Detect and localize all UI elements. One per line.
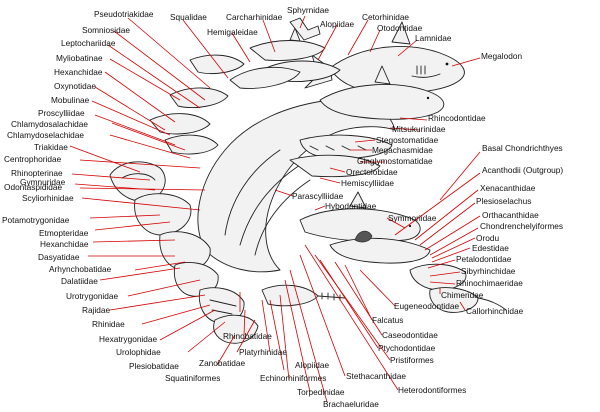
label-hybodontidae: Hybodontidae: [325, 201, 377, 211]
label-rhincodontidae: Rhincodontidae: [428, 113, 486, 123]
label-myliobatinae: Myliobatinae: [56, 53, 103, 63]
label-petalodontidae: Petalodontidae: [456, 254, 512, 264]
label-zanobatidae: Zanobatidae: [199, 358, 246, 368]
label-hemigaleidae: Hemigaleidae: [207, 27, 258, 37]
label-pristiformes: Pristiformes: [390, 355, 434, 365]
label-chlamydoselachidae: Chlamydoselachidae: [7, 130, 84, 140]
label-plesioselachus: Plesioselachus: [476, 196, 531, 206]
label-chimeridae: Chimeridae: [441, 290, 484, 300]
label-squatiniformes: Squatiniformes: [165, 373, 220, 383]
label-caseodontidae: Caseodontidae: [382, 330, 438, 340]
label-rhinobatidae: Rhinobatidae: [223, 331, 272, 341]
taxon-labels: Pseudotriakidae Squalidae Carcharhinidae…: [2, 5, 563, 409]
label-platyrhinidae: Platyrhinidae: [239, 347, 287, 357]
label-stegostomatidae: Stegostomatidae: [376, 135, 439, 145]
label-lamnidae: Lamnidae: [415, 33, 452, 43]
label-mitsukurinidae: Mitsukurinidae: [392, 124, 446, 134]
label-proscylliidae: Proscylliidae: [38, 108, 85, 118]
label-heterodontiformes: Heterodontiformes: [398, 385, 466, 395]
label-rhinopterinae: Rhinopterinae: [11, 168, 63, 178]
label-oxynotidae: Oxynotidae: [54, 81, 96, 91]
label-dasyatidae: Dasyatidae: [38, 252, 80, 262]
label-mobulinae: Mobulinae: [51, 95, 90, 105]
label-sibyrhinchidae: Sibyrhinchidae: [461, 266, 516, 276]
label-somniosidae: Somniosidae: [82, 25, 130, 35]
label-chlamydosalachidae: Chlamydosalachidae: [11, 119, 88, 129]
label-hemiscylliidae: Hemiscylliidae: [341, 178, 394, 188]
label-symmoriidae: Symmoriidae: [388, 213, 437, 223]
label-edestidae: Edestidae: [472, 243, 509, 253]
label-basal-chondrichthyes: Basal Chondrichthyes: [482, 143, 563, 153]
label-rajidae: Rajidae: [82, 305, 111, 315]
label-urolophidae: Urolophidae: [116, 347, 161, 357]
label-rhinochimaeridae: Rhinochimaeridae: [456, 278, 523, 288]
label-triakidae: Triakidae: [34, 142, 68, 152]
label-ginglymostomatidae: Ginglymostomatidae: [357, 156, 433, 166]
label-orthacanthidae: Orthacanthidae: [482, 210, 539, 220]
label-orodu: Orodu: [476, 233, 499, 243]
label-plesiobatidae: Plesiobatidae: [129, 361, 179, 371]
label-leptochariidae: Leptochariidae: [61, 38, 116, 48]
label-squalidae: Squalidae: [170, 12, 207, 22]
label-megachasmidae: Megachasmidae: [372, 145, 433, 155]
label-acanthodii: Acanthodii (Outgroup): [482, 165, 563, 175]
label-ptychodontidae: Ptychodontidae: [378, 343, 436, 353]
label-potamotrygonidae: Potamotrygonidae: [2, 215, 70, 225]
label-falcatus: Falcatus: [372, 315, 403, 325]
label-stethacanthidae: Stethacanthidae: [346, 371, 406, 381]
label-orectolobidae: Orectolobidae: [346, 167, 398, 177]
label-hexanchidae-mid: Hexanchidae: [40, 239, 89, 249]
label-otodontidae: Otodontidae: [377, 23, 423, 33]
label-chondrenchelyiformes: Chondrenchelyiformes: [480, 221, 563, 231]
label-rhinidae: Rhinidae: [92, 319, 125, 329]
label-callorhinchidae: Callorhinchidae: [466, 306, 524, 316]
label-torpedinidae: Torpedinidae: [297, 387, 345, 397]
label-dalatiidae: Dalatiidae: [61, 276, 98, 286]
label-brachaeluridae: Brachaeluridae: [323, 399, 379, 409]
label-hexanchidae-top: Hexanchidae: [54, 67, 103, 77]
label-alopiidae-bottom: Alopiidae: [295, 360, 330, 370]
label-cetorhinidae: Cetorhinidae: [362, 12, 409, 22]
label-hexatrygonidae: Hexatrygonidae: [99, 334, 158, 344]
label-eugeneodontidae: Eugeneodontidae: [394, 301, 459, 311]
label-etmopteridae: Etmopteridae: [39, 228, 89, 238]
shark-tree-artwork: [109, 17, 507, 344]
label-megalodon: Megalodon: [481, 51, 522, 61]
label-gymnuridae: Gymnuridae: [20, 177, 66, 187]
label-urotrygonidae: Urotrygonidae: [66, 291, 119, 301]
label-alopiidae-top: Alopiidae: [320, 19, 355, 29]
label-pseudotriakidae: Pseudotriakidae: [94, 9, 154, 19]
label-carcharhinidae: Carcharhinidae: [226, 12, 283, 22]
label-echinorhiniformes: Echinorhiniformes: [260, 373, 326, 383]
label-sphyrnidae: Sphyrnidae: [287, 5, 329, 15]
label-xenacanthidae: Xenacanthidae: [480, 183, 536, 193]
label-scyliorhinidae: Scyliorhinidae: [22, 193, 74, 203]
label-odontaspididae: Odontaspididae: [4, 182, 63, 192]
label-centrophoridae: Centrophoridae: [4, 154, 62, 164]
label-arhynchobatidae: Arhynchobatidae: [49, 264, 112, 274]
pointer-lines: [69, 15, 481, 403]
label-parascylliidae: Parascylliidae: [292, 191, 344, 201]
